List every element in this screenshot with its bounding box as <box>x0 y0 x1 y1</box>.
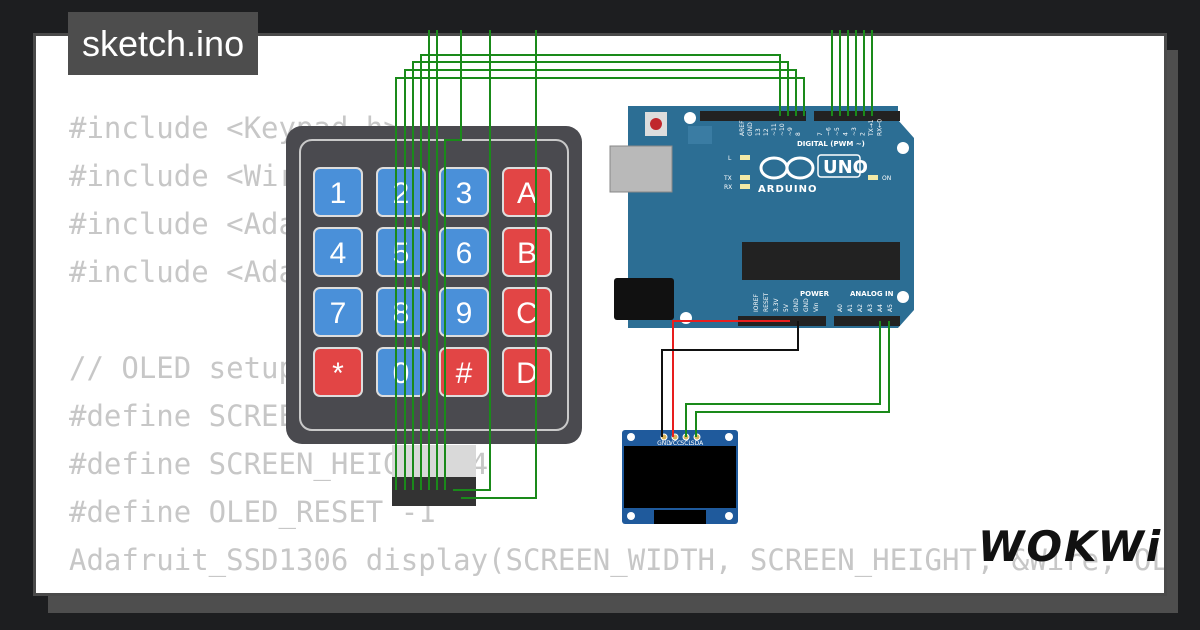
keypad-key-label: 7 <box>330 297 347 330</box>
keypad-key-8[interactable]: 8 <box>376 287 426 337</box>
pin-label: RESET <box>763 292 770 312</box>
uno-label: UNO <box>823 157 868 178</box>
pin-label: Vin <box>813 302 820 312</box>
keypad-key-7[interactable]: 7 <box>313 287 363 337</box>
pin-label: GND <box>803 298 810 312</box>
code-line: Adafruit_SSD1306 display(SCREEN_WIDTH, S… <box>69 543 1164 577</box>
wires <box>395 30 890 499</box>
keypad-key-4[interactable]: 4 <box>313 227 363 277</box>
keypad-key-6[interactable]: 6 <box>439 227 489 277</box>
oled-pin-label: SCL <box>680 440 692 447</box>
pin-label: ~3 <box>851 127 858 136</box>
keypad-key-label: 6 <box>456 237 473 270</box>
pin-label: 2 <box>860 132 867 136</box>
pin-label: ~10 <box>779 123 786 136</box>
led-label-tx: TX <box>723 175 732 182</box>
sketch-filename: sketch.ino <box>68 12 259 75</box>
keypad-key-label: D <box>516 357 538 390</box>
keypad-key-C[interactable]: C <box>502 287 552 337</box>
keypad-key-#[interactable]: # <box>439 347 489 397</box>
keypad-key-*[interactable]: * <box>313 347 363 397</box>
pin-label: A2 <box>857 304 864 312</box>
keypad-key-label: 4 <box>330 237 347 270</box>
pin-label: IOREF <box>753 294 760 312</box>
digital-label: DIGITAL (PWM ~) <box>797 140 865 148</box>
pin-label: A0 <box>837 304 844 312</box>
keypad-key-1[interactable]: 1 <box>313 167 363 217</box>
led-label-rx: RX <box>724 184 732 191</box>
project-card[interactable]: #include <Keypad.h> #include <Wire.h> #i… <box>33 33 1167 596</box>
pin-label: TX→1 <box>868 119 875 137</box>
code-line: // OLED setup <box>69 351 296 385</box>
pin-label: RX←0 <box>877 119 884 136</box>
pin-label: 4 <box>843 132 850 136</box>
keypad-key-9[interactable]: 9 <box>439 287 489 337</box>
pin-label: ~5 <box>834 127 841 136</box>
keypad-key-label: C <box>516 297 538 330</box>
keypad-key-5[interactable]: 5 <box>376 227 426 277</box>
keypad-key-label: B <box>517 237 537 270</box>
pin-label: A1 <box>847 304 854 312</box>
pin-label: 5V <box>783 303 790 312</box>
pin-label: A3 <box>867 304 874 312</box>
arduino-infinity-icon <box>759 156 815 180</box>
power-label: POWER <box>800 290 830 298</box>
code-line: #define OLED_RESET -1 <box>69 495 436 529</box>
pin-label: 8 <box>795 132 802 136</box>
led-label-on: ON <box>882 175 891 182</box>
pin-label: 12 <box>763 128 770 136</box>
pin-label: 7 <box>817 132 824 136</box>
keypad-key-D[interactable]: D <box>502 347 552 397</box>
pin-label: GND <box>793 298 800 312</box>
pin-label: ~9 <box>787 127 794 136</box>
keypad-key-label: A <box>517 177 537 210</box>
arduino-logo-text: ARDUINO <box>758 184 817 195</box>
led-label-l: L <box>728 155 732 162</box>
reset-button[interactable] <box>650 118 662 130</box>
keypad-key-label: # <box>456 357 473 390</box>
pin-label: ~11 <box>771 123 778 136</box>
pin-label: A4 <box>877 304 884 312</box>
pin-label: A5 <box>887 304 894 312</box>
keypad-key-label: 3 <box>456 177 473 210</box>
keypad-key-A[interactable]: A <box>502 167 552 217</box>
oled-pin-label: GND <box>657 440 671 447</box>
pin-label: 3.3V <box>773 297 780 312</box>
keypad-key-B[interactable]: B <box>502 227 552 277</box>
keypad-key-3[interactable]: 3 <box>439 167 489 217</box>
keypad-key-2[interactable]: 2 <box>376 167 426 217</box>
oled-pin-label: VCC <box>669 440 681 447</box>
oled-pin-label: SDA <box>691 440 704 447</box>
wokwi-logo: WOKWi <box>978 522 1163 571</box>
analog-label: ANALOG IN <box>850 290 894 298</box>
keypad-key-label: 9 <box>456 297 473 330</box>
pin-label: 13 <box>755 128 762 136</box>
keypad-key-label: 1 <box>330 177 347 210</box>
pin-label: AREF <box>739 120 746 136</box>
keypad-key-label: * <box>332 357 344 390</box>
keypad-key-0[interactable]: 0 <box>376 347 426 397</box>
pin-label: GND <box>747 122 754 136</box>
pin-label: ~6 <box>826 127 833 136</box>
